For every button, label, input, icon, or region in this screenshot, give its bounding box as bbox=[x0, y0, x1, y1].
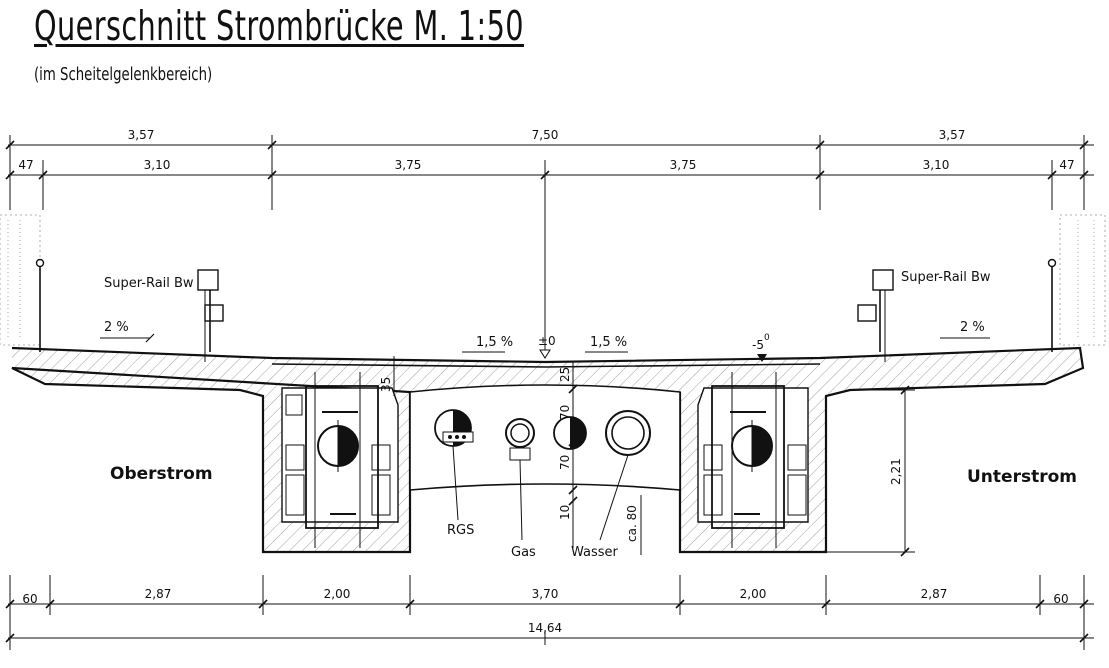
left-box-duct-icon bbox=[317, 420, 359, 472]
vertical-dimensions: 35 25 70 70 10 ca. 80 2,21 bbox=[379, 356, 915, 557]
side-label-unterstrom: Unterstrom bbox=[967, 467, 1077, 487]
slope-right: 2 % bbox=[960, 320, 985, 335]
level-minus5-sup: 0 bbox=[764, 333, 770, 343]
dim-row2-2: 3,75 bbox=[395, 158, 422, 172]
dim-top-right: 3,57 bbox=[939, 128, 966, 142]
pipe-label-gas: Gas bbox=[511, 545, 536, 560]
pipe-label-wasser: Wasser bbox=[571, 545, 619, 560]
dim-bottom-3: 3,70 bbox=[532, 587, 559, 601]
bottom-dimension-chain: 60 2,87 2,00 3,70 2,00 2,87 60 14,64 bbox=[5, 575, 1094, 650]
rail-label-right: Super-Rail Bw bbox=[901, 270, 991, 285]
water-pipe-icon bbox=[605, 410, 651, 456]
level-minus5: -5 bbox=[752, 338, 764, 352]
gas-pipe-icon bbox=[505, 418, 535, 461]
slope-mid-right: 1,5 % bbox=[590, 335, 627, 350]
dim-height-221: 2,21 bbox=[889, 458, 903, 485]
dim-row2-4: 3,10 bbox=[923, 158, 950, 172]
level-zero: ±0 bbox=[538, 334, 556, 348]
top-dimension-chain: 3,57 7,50 3,57 47 3,10 3,75 3,75 3,10 47 bbox=[5, 128, 1094, 355]
drawing-title: Querschnitt Strombrücke M. 1:50 bbox=[34, 2, 524, 50]
dim-bottom-6: 60 bbox=[1053, 592, 1068, 606]
dim-10: 10 bbox=[558, 505, 572, 520]
rgs-pipe-icon bbox=[434, 409, 474, 447]
dim-bottom-0: 60 bbox=[22, 592, 37, 606]
dim-bottom-total: 14,64 bbox=[528, 621, 562, 635]
pipe-label-rgs: RGS bbox=[447, 523, 474, 538]
railing-right bbox=[857, 258, 1057, 352]
dim-row2-3: 3,75 bbox=[670, 158, 697, 172]
adjacent-structure-right bbox=[1059, 214, 1106, 346]
dim-top-left: 3,57 bbox=[128, 128, 155, 142]
dim-slab-25: 25 bbox=[558, 367, 572, 382]
dim-70b: 70 bbox=[558, 455, 572, 470]
dim-bottom-1: 2,87 bbox=[145, 587, 172, 601]
dim-row2-5: 47 bbox=[1059, 158, 1074, 172]
slope-mid-left: 1,5 % bbox=[476, 335, 513, 350]
dim-bottom-4: 2,00 bbox=[740, 587, 767, 601]
dim-row2-0: 47 bbox=[18, 158, 33, 172]
right-box-duct-icon bbox=[731, 420, 773, 472]
side-label-oberstrom: Oberstrom bbox=[110, 464, 213, 484]
dim-70a: 70 bbox=[558, 405, 572, 420]
pipes bbox=[434, 409, 651, 541]
pipe-3-icon bbox=[553, 416, 587, 450]
dim-deck-35: 35 bbox=[379, 377, 393, 392]
dim-row2-1: 3,10 bbox=[144, 158, 171, 172]
railing-left bbox=[35, 258, 224, 352]
dim-top-center: 7,50 bbox=[532, 128, 559, 142]
rail-label-left: Super-Rail Bw bbox=[104, 276, 194, 291]
dim-ca80: ca. 80 bbox=[625, 505, 639, 542]
slope-left: 2 % bbox=[104, 320, 129, 335]
dim-bottom-2: 2,00 bbox=[324, 587, 351, 601]
bridge-cross-section bbox=[11, 278, 1085, 554]
drawing-subtitle: (im Scheitelgelenkbereich) bbox=[34, 64, 213, 85]
adjacent-structure-left bbox=[0, 214, 41, 346]
dim-bottom-5: 2,87 bbox=[921, 587, 948, 601]
